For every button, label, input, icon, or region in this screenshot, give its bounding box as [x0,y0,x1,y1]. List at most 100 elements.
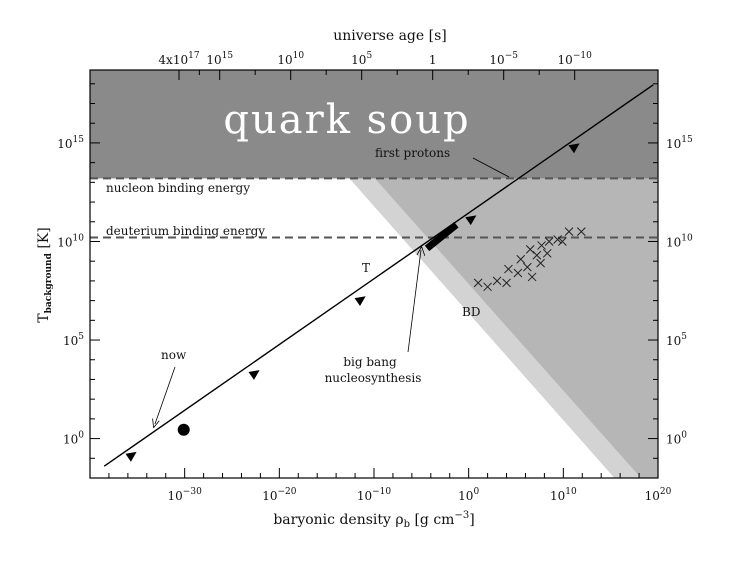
bd-point [558,237,567,246]
x-axis-title-sub: b [404,519,410,530]
temperature-line [103,84,654,467]
bd-point [492,276,502,286]
y-tick-label-left-exp: 15 [73,135,85,145]
bbn-label-line1: big bang [343,355,397,369]
arrow-marker [248,370,260,380]
x-tick-label-exp: 10 [565,487,577,497]
y-axis-title-main: T [36,313,52,323]
bd-label: BD [462,305,480,319]
y-tick-label-left: 100 [63,431,84,447]
temperature-series [103,84,654,467]
x-axis-title-units: [g cm [410,512,454,528]
bd-point [542,248,552,258]
x-tick-label-base: 10 [357,489,372,503]
bd-point [576,227,586,236]
y-tick-label-right-exp: 5 [681,332,687,342]
y-tick-label-left-exp: 5 [78,332,84,342]
y-axis-title: Tbackground [K] [36,227,54,322]
arrow-marker [465,215,477,226]
series-markers [125,143,580,462]
top-tick-label-exp: −5 [505,51,519,61]
x-axis-title-main: baryonic density ρ [273,512,403,528]
y-tick-label-left: 1010 [57,233,84,249]
y-tick-label-left-base: 10 [63,433,78,447]
top-tick-label-exp: −10 [573,51,592,61]
y-tick-label-right-exp: 0 [681,431,687,441]
y-tick-label-right: 105 [666,332,687,348]
top-tick-label-base: 10 [351,53,366,67]
bd-point [537,241,546,250]
bbn-pointer [407,249,422,353]
x-tick-label-exp: −10 [372,487,391,497]
x-tick-label-base: 10 [458,489,473,503]
bd-point [532,250,542,260]
bbn-pointer-head [416,246,426,256]
arrow-marker [354,296,366,306]
y-tick-label-right-base: 10 [666,137,681,151]
x-tick-label: 10−10 [357,487,392,503]
y-tick-label-right-base: 10 [666,433,681,447]
bd-point [553,235,563,244]
bd-point [544,237,554,246]
top-tick-label: 10−5 [489,51,518,67]
x-tick-label-exp: −20 [277,487,296,497]
top-tick-label: 4x1017 [158,51,199,67]
top-axis-title: universe age [s] [333,28,446,44]
x-tick-label-base: 10 [550,489,565,503]
bd-point [483,282,492,292]
x-tick-label-base: 10 [645,489,660,503]
nucleon-binding-label: nucleon binding energy [106,181,250,195]
y-tick-label-right: 1015 [666,135,693,151]
x-tick-label-exp: 0 [473,487,479,497]
top-tick-label: 1015 [206,51,233,67]
now-point [177,423,190,436]
bd-point [527,272,537,282]
x-tick-label: 100 [458,487,479,503]
y-tick-label-right-base: 10 [666,235,681,249]
y-tick-label-left-base: 10 [57,137,72,151]
y-tick-label-left: 105 [63,332,84,348]
y-tick-label-right-exp: 10 [681,233,693,243]
top-tick-label-exp: 17 [188,51,200,61]
top-tick-label-base: 10 [489,53,504,67]
arrow-marker [568,143,580,154]
x-tick-label: 1020 [645,487,672,503]
mid-shaded-region [374,178,658,478]
y-tick-label-left-base: 10 [63,334,78,348]
y-tick-label-left-exp: 0 [78,431,84,441]
top-tick-label-base: 10 [206,53,221,67]
bd-point [473,278,483,288]
bd-point [513,268,523,278]
top-tick-label: 1 [429,53,437,67]
bd-point [536,258,545,268]
y-tick-label-left: 1015 [57,135,84,151]
top-tick-label: 1010 [277,51,304,67]
arrow-marker [125,451,137,462]
y-tick-label-right-base: 10 [666,334,681,348]
x-tick-label: 10−30 [168,487,203,503]
quark-soup-region [90,70,658,179]
x-tick-label-base: 10 [168,489,183,503]
bd-point [525,245,535,254]
binding-energy-lines [90,177,658,239]
x-tick-label-exp: −30 [183,487,202,497]
x-tick-label: 10−20 [262,487,297,503]
bd-point [502,278,511,288]
top-tick-label-exp: 10 [293,51,305,61]
x-tick-label-exp: 20 [660,487,672,497]
deuterium-binding-label: deuterium binding energy [106,224,265,238]
top-tick-label-exp: 15 [222,51,234,61]
shaded-regions [90,70,658,478]
y-tick-label-right-exp: 15 [681,135,693,145]
top-tick-label: 105 [351,51,372,67]
x-axis-title: baryonic density ρb [g cm−3] [273,510,474,530]
x-axis-title-units-sup: −3 [454,510,469,521]
top-tick-label: 10−10 [558,51,593,67]
first-protons-pointer [472,157,510,178]
now-pointer-head [152,418,160,429]
y-axis-title-units: [K] [36,227,52,253]
bd-point [516,254,526,264]
first-protons-label: first protons [375,146,450,160]
